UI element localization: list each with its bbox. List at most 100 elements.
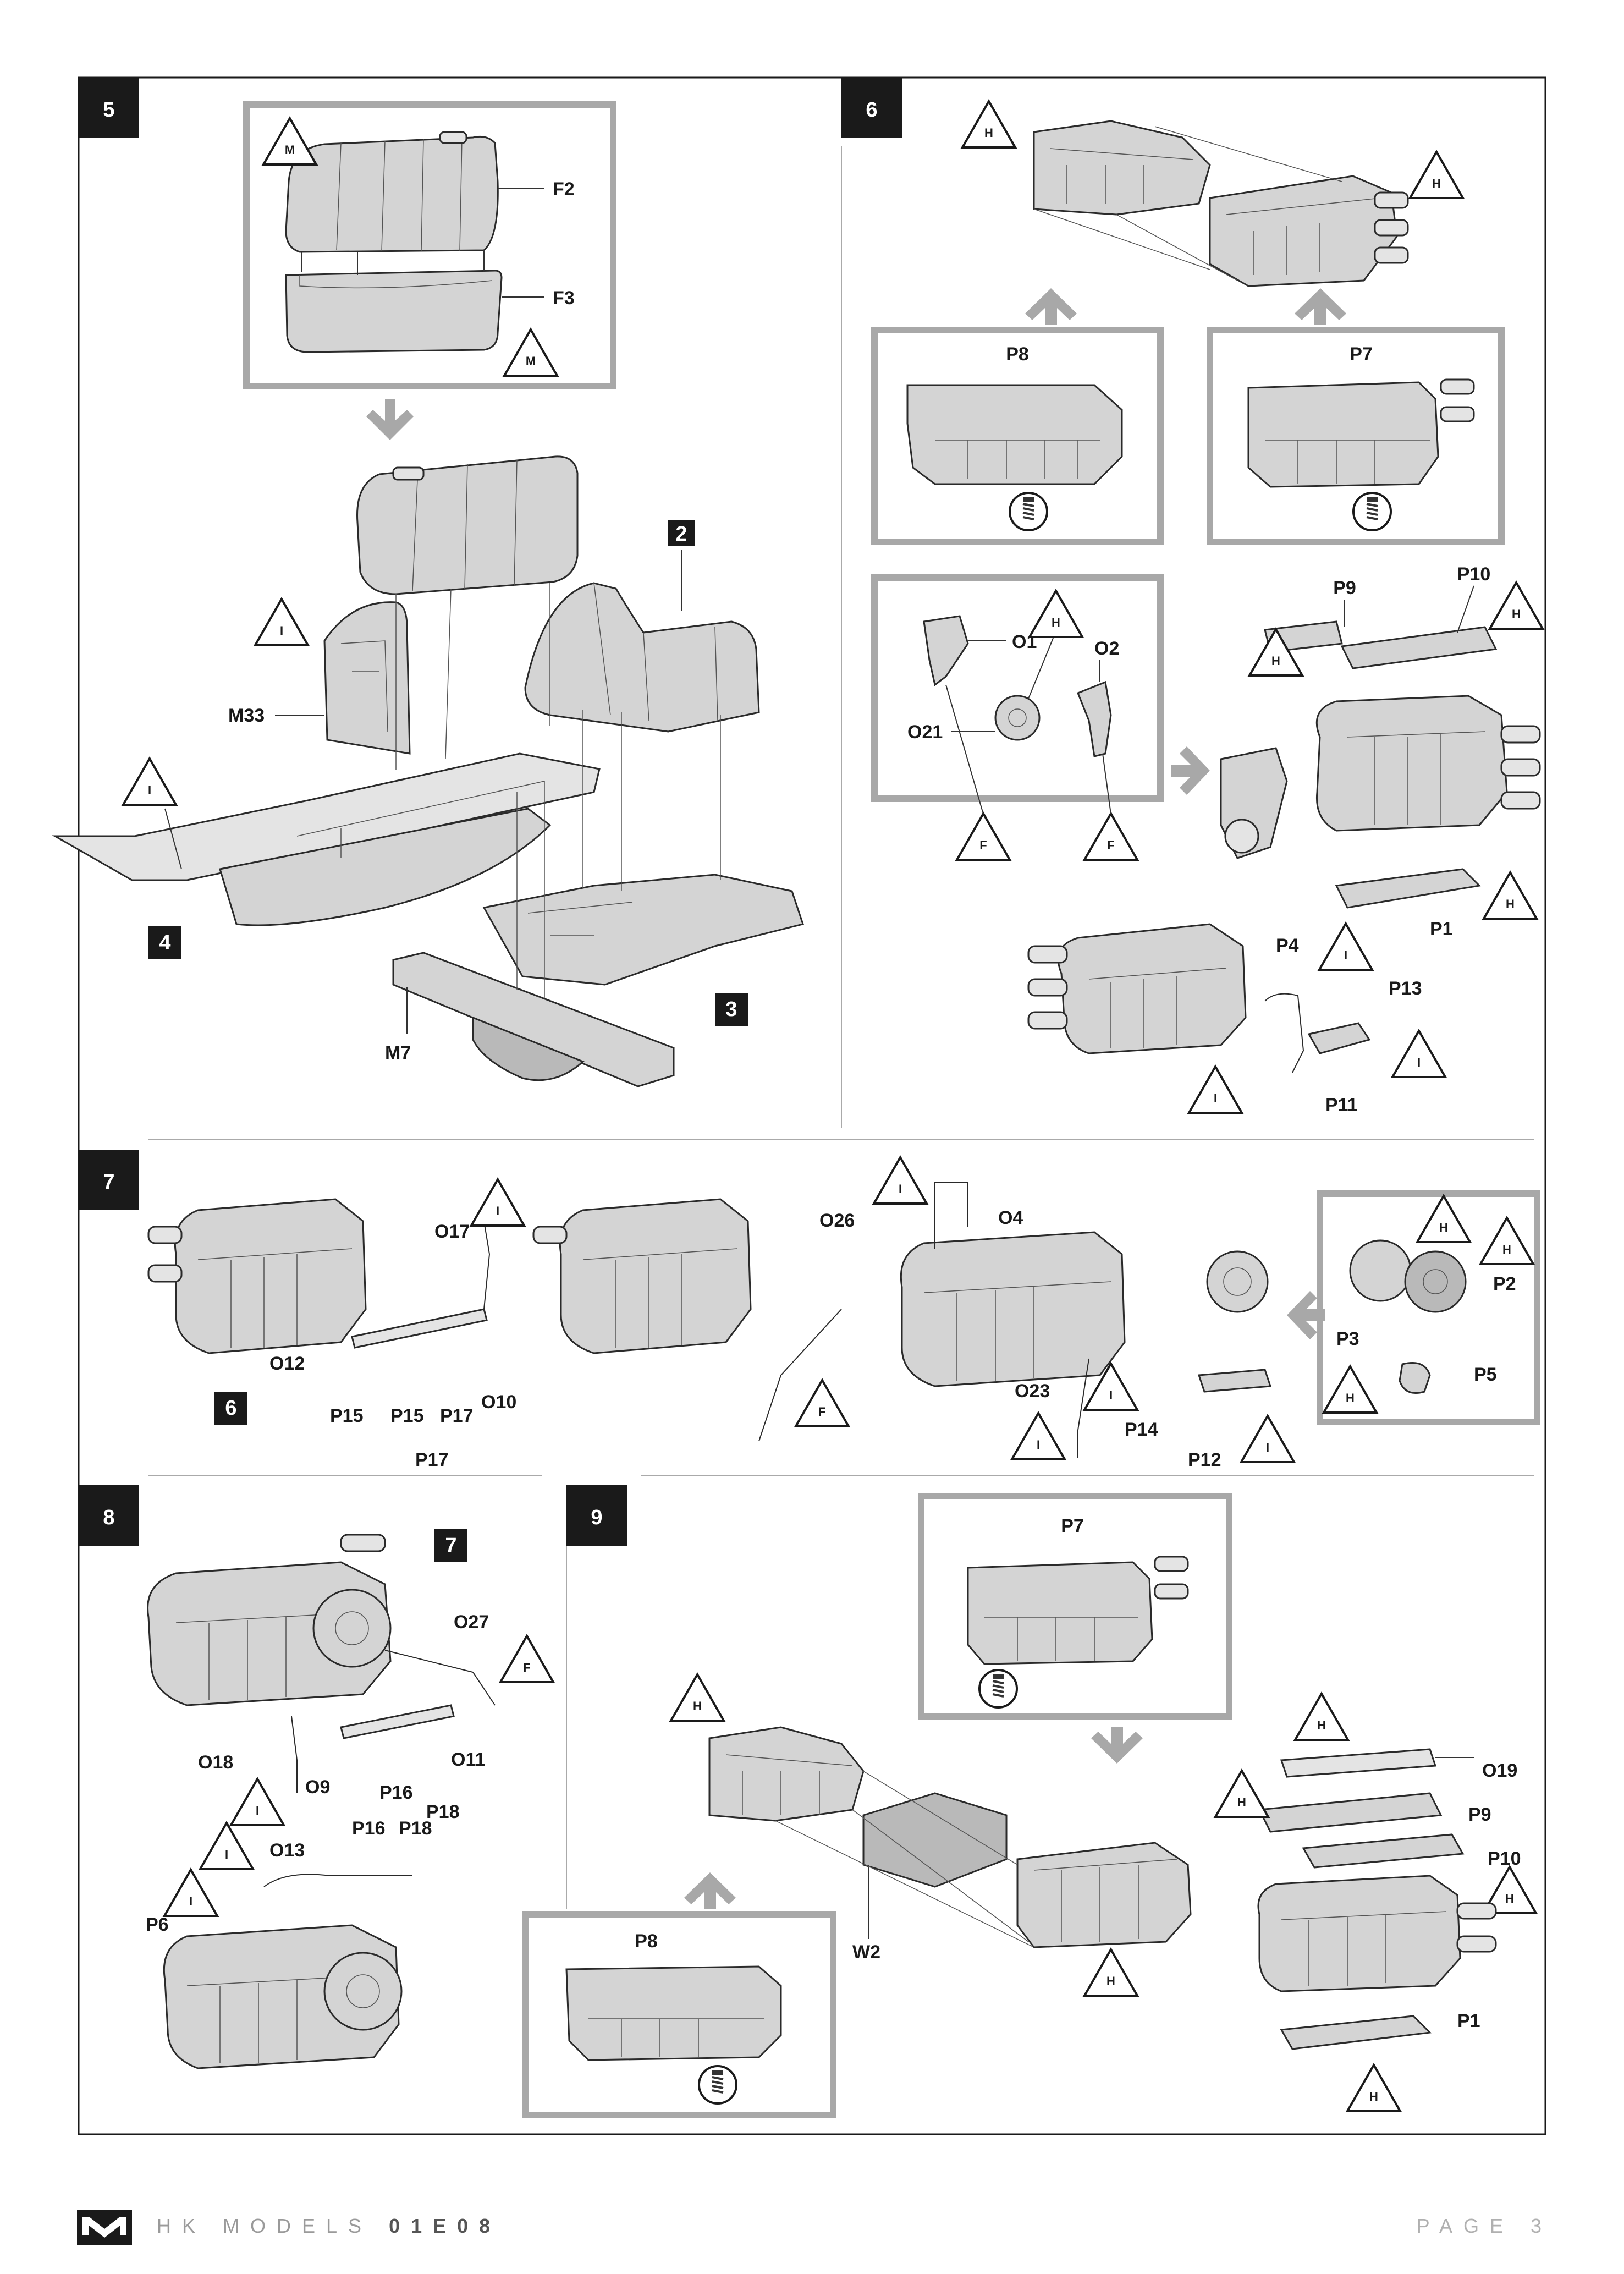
glue-marker-H	[1489, 581, 1544, 630]
svg-text:M: M	[526, 354, 536, 368]
glue-marker-I	[230, 1778, 285, 1826]
svg-text:H: H	[1502, 1243, 1511, 1256]
ref-step-2-badge	[668, 520, 695, 546]
engine-view-3	[900, 1231, 1126, 1387]
label-O11: O11	[451, 1749, 485, 1770]
glue-marker-I	[1011, 1412, 1066, 1460]
glue-marker-I	[1318, 922, 1373, 971]
svg-text:I: I	[225, 1848, 228, 1861]
label-P18b: P18	[399, 1818, 432, 1839]
step-7-number: 7	[103, 1171, 114, 1194]
rear-floor	[482, 874, 804, 986]
pipe-O4	[934, 1182, 968, 1249]
svg-text:H: H	[1106, 1974, 1115, 1988]
pipe-O27	[384, 1650, 496, 1706]
screw-icon	[698, 2065, 737, 2105]
supercharger-disc	[323, 1952, 403, 2031]
step-5: 5 F2 F3 M M M33 I 2	[52, 78, 804, 1087]
label-P12: P12	[1188, 1449, 1221, 1470]
exhaust-stub	[1500, 758, 1541, 777]
label-P1-step9: P1	[1457, 2011, 1480, 2031]
ref-step-4: 4	[159, 931, 170, 954]
label-O19: O19	[1482, 1760, 1517, 1781]
ref-step-3-badge	[715, 993, 748, 1026]
exhaust-stub	[1500, 791, 1541, 810]
bulkhead-M33	[323, 601, 411, 755]
label-P11: P11	[1325, 1095, 1358, 1116]
label-P15b: P15	[390, 1405, 424, 1426]
exhaust-stub	[1154, 1556, 1189, 1572]
arrow-up	[1295, 288, 1346, 325]
svg-text:I: I	[280, 624, 283, 638]
step-9-badge	[566, 1485, 627, 1546]
svg-text:H: H	[1237, 1795, 1246, 1809]
label-O4: O4	[998, 1207, 1023, 1228]
pipe-O26	[758, 1309, 842, 1442]
step-8: 8 7 O27 F O18 O9 O11 P16 P18 P16 P18 I O…	[79, 1485, 554, 2069]
svg-text:H: H	[1052, 616, 1060, 629]
pipe-O13	[263, 1874, 412, 1887]
glue-marker-H	[1323, 1365, 1378, 1414]
glue-marker-H	[961, 100, 1016, 149]
page-footer: HK MODELS 01E08 PAGE 3	[0, 2200, 1624, 2250]
svg-text:I: I	[148, 783, 151, 797]
pipe-O18	[291, 1716, 298, 1793]
glue-marker-H	[1083, 1948, 1138, 1997]
svg-text:H: H	[984, 126, 993, 140]
label-P14: P14	[1125, 1419, 1158, 1440]
step-5-badge	[79, 78, 139, 138]
part-W2	[862, 1792, 1008, 1888]
tank-cap	[392, 466, 425, 481]
glue-marker-H	[670, 1673, 725, 1722]
arrow-up	[1025, 288, 1077, 325]
exhaust-stub	[1440, 406, 1475, 422]
fuel-tank-upper-half	[285, 135, 499, 253]
arrow-down	[366, 399, 414, 440]
label-P8-step9: P8	[635, 1931, 658, 1952]
svg-text:I: I	[1266, 1441, 1269, 1454]
exhaust-stub	[1374, 246, 1409, 264]
label-M33: M33	[228, 705, 265, 726]
svg-text:F: F	[523, 1661, 530, 1674]
beam-M7	[392, 952, 675, 1087]
glue-marker-I	[122, 757, 177, 806]
label-P4: P4	[1276, 935, 1299, 956]
svg-text:H: H	[1369, 2090, 1378, 2103]
glue-marker-I	[470, 1178, 525, 1227]
glue-marker-H	[1346, 2064, 1401, 2112]
step-5-number: 5	[103, 98, 114, 122]
step-6: 6 H H P8 P7 O1	[841, 78, 1544, 1116]
engine-side-view	[1057, 923, 1247, 1054]
glue-marker-M	[503, 328, 558, 377]
label-P17b: P17	[415, 1449, 449, 1470]
glue-marker-H	[1479, 1217, 1534, 1265]
svg-text:I: I	[1109, 1388, 1113, 1402]
exhaust-stub	[1456, 1902, 1497, 1920]
part-P3	[1349, 1239, 1412, 1302]
part-P8	[906, 384, 1123, 485]
label-O9: O9	[305, 1777, 330, 1798]
subassembly-P7-box	[1207, 327, 1505, 545]
label-O13: O13	[269, 1840, 305, 1861]
glue-marker-H	[1294, 1693, 1349, 1741]
part-P7	[1247, 381, 1439, 488]
screw-icon	[978, 1669, 1018, 1709]
label-M7: M7	[385, 1042, 411, 1063]
glue-marker-F	[1083, 812, 1138, 861]
exhaust-stub	[1440, 378, 1475, 395]
label-F2: F2	[553, 179, 575, 200]
exhaust-stub	[1374, 191, 1409, 209]
crankcase-half-step9	[708, 1726, 865, 1822]
exhaust-stub	[532, 1226, 568, 1244]
svg-text:H: H	[1317, 1718, 1326, 1732]
glue-marker-I	[254, 598, 309, 646]
label-W2: W2	[852, 1942, 880, 1963]
glue-marker-I	[163, 1869, 218, 1917]
label-P7: P7	[1350, 344, 1373, 365]
svg-text:H: H	[1512, 607, 1521, 621]
arrow-down	[1091, 1727, 1143, 1764]
glue-marker-H	[1214, 1770, 1269, 1818]
label-O27: O27	[454, 1612, 489, 1633]
label-O18: O18	[198, 1752, 233, 1773]
exhaust-stub	[1154, 1583, 1189, 1600]
